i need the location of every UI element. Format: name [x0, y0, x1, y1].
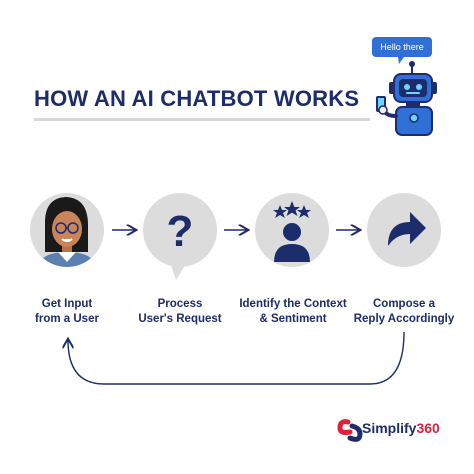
- question-mark-icon: ?: [167, 207, 194, 256]
- step-2-circle: ?: [143, 193, 217, 280]
- speech-bubble-text: Hello there: [380, 42, 424, 52]
- step-1-label-line-1: Get Input: [41, 298, 93, 310]
- step-1-label: Get Input from a User: [7, 297, 127, 327]
- step-1-circle: [30, 193, 104, 267]
- step-4-label-line-1: Compose a: [373, 298, 435, 310]
- step-2-label: Process User's Request: [120, 297, 240, 327]
- loop-back-arrow: [68, 331, 405, 385]
- share-arrow-icon: [388, 212, 426, 246]
- brand-name: Simplify: [362, 420, 417, 436]
- step-3-circle: [255, 193, 329, 267]
- page-title: HOW AN AI CHATBOT WORKS: [34, 86, 360, 111]
- title-underline: [34, 118, 370, 121]
- step-1-label-line-2: from a User: [35, 313, 99, 325]
- step-2-label-line-1: Process: [157, 298, 203, 310]
- step-4-circle: [367, 193, 441, 267]
- step-4-label: Compose a Reply Accordingly: [344, 297, 464, 327]
- woman-avatar-icon: [38, 197, 96, 267]
- brand-suffix: 360: [416, 420, 440, 436]
- brand-logo-icon: [337, 419, 363, 442]
- step-3-label-line-1: Identify the Context: [239, 298, 347, 310]
- step-3-label-line-2: & Sentiment: [259, 313, 327, 325]
- user-stars-icon: [273, 201, 311, 262]
- step-3-label: Identify the Context & Sentiment: [232, 297, 354, 327]
- brand-wordmark: Simplify360: [362, 420, 440, 436]
- step-2-label-line-2: User's Request: [138, 313, 222, 325]
- step-4-label-line-2: Reply Accordingly: [353, 313, 455, 325]
